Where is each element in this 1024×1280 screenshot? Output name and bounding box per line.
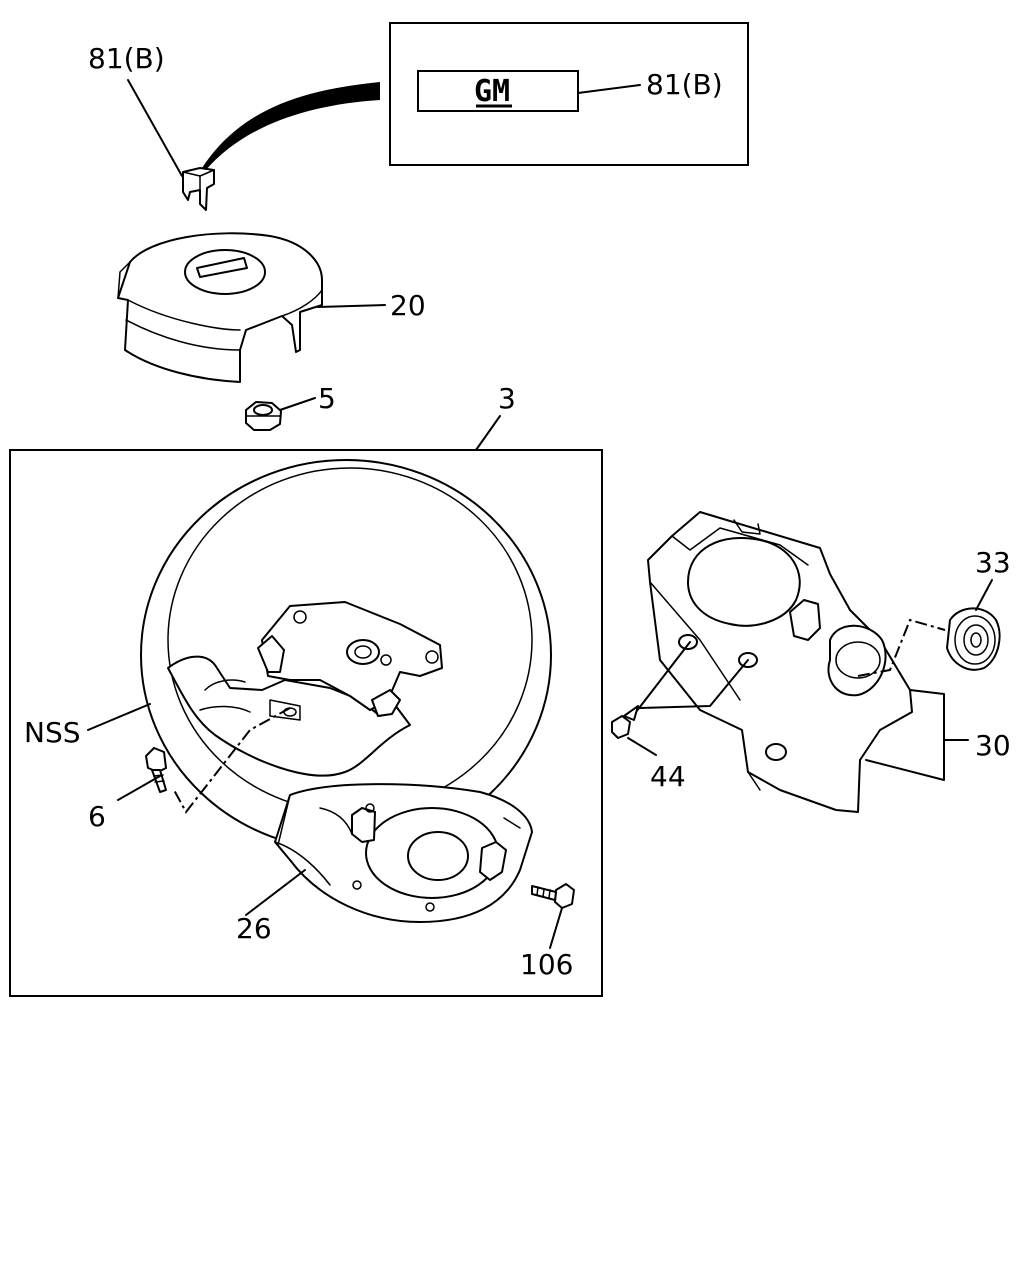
- callout-33: 33: [975, 546, 1011, 579]
- callout-3: 3: [498, 382, 516, 415]
- leader-26: [245, 869, 306, 916]
- leader-dashed-44: [635, 641, 749, 713]
- callout-44: 44: [650, 760, 686, 793]
- cap-33-part: [946, 607, 1001, 671]
- callout-30: 30: [975, 729, 1011, 762]
- nut-part: [245, 401, 282, 431]
- callout-81b-top: 81(B): [88, 42, 165, 75]
- callout-6: 6: [88, 800, 106, 833]
- leader-106: [549, 907, 563, 949]
- clip-44-part: [611, 705, 639, 739]
- callout-106: 106: [520, 948, 573, 981]
- leader-81b-top: [127, 79, 183, 177]
- callout-26: 26: [236, 912, 272, 945]
- leader-dashed-6: [173, 707, 291, 814]
- emblem-clip-part: [182, 167, 215, 211]
- callout-20: 20: [390, 289, 426, 322]
- emblem-plate: [417, 70, 579, 112]
- leader-30-bracket: [865, 689, 945, 781]
- leader-81b-inset: [577, 84, 641, 94]
- leader-20: [317, 304, 386, 308]
- rear-cover-part: [274, 783, 533, 923]
- column-cover-part: [647, 511, 913, 813]
- steering-wheel-assembly-box: [9, 449, 603, 997]
- leader-dashed-33: [857, 618, 946, 677]
- horn-pad-cover-part: [117, 232, 323, 383]
- callout-nss: NSS: [24, 716, 81, 749]
- leader-nss: [87, 703, 151, 731]
- inset-pointer-arrow: [202, 82, 380, 170]
- leader-44: [627, 737, 657, 756]
- callout-5: 5: [318, 382, 336, 415]
- emblem-text: GM: [474, 74, 510, 109]
- leader-3: [475, 415, 501, 451]
- leader-5: [279, 397, 316, 411]
- steering-wheel-part: [140, 459, 552, 851]
- leader-33: [975, 579, 993, 611]
- leader-6: [117, 775, 161, 801]
- callout-81b-inset: 81(B): [646, 68, 723, 101]
- screw-106-part: [531, 883, 575, 909]
- bolt-6-part: [145, 747, 167, 793]
